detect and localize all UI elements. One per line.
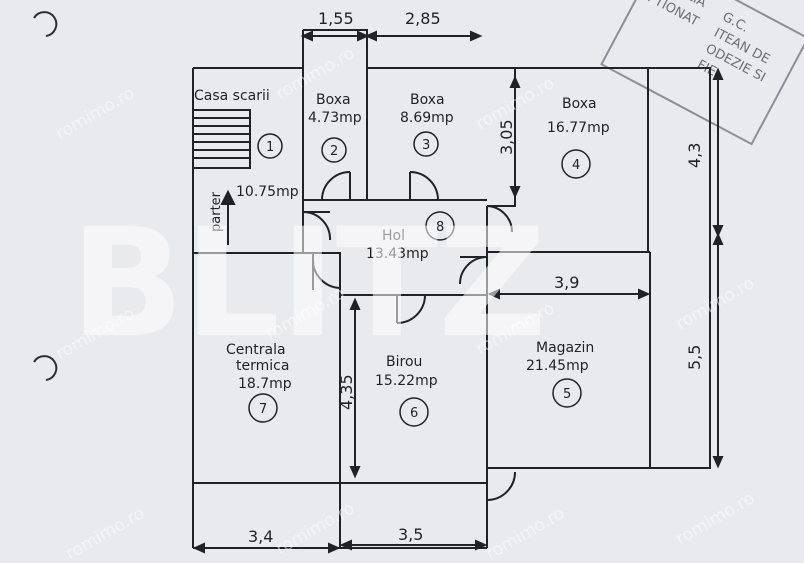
svg-text:Birou: Birou [386,354,422,370]
svg-text:Centrala: Centrala [226,342,286,358]
dim-top-left: 1,55 [318,9,354,28]
room-1-casa-scarii: Casa scarii 10.75mp 1 [194,88,299,200]
svg-text:21.45mp: 21.45mp [526,358,589,374]
room-7-centrala-termica: Centrala termica 18.7mp 7 [226,342,292,423]
room-4-boxa: Boxa 16.77mp 4 [547,96,610,179]
svg-text:8: 8 [436,220,444,235]
svg-text:Boxa: Boxa [410,92,445,108]
svg-text:Magazin: Magazin [536,340,594,356]
svg-text:6: 6 [410,406,418,421]
room-3-boxa: Boxa 8.69mp 3 [400,92,454,157]
dim-magazin-width: 3,9 [554,273,579,292]
svg-text:7: 7 [259,402,267,417]
svg-text:18.7mp: 18.7mp [238,376,292,392]
dim-bottom-left: 3,4 [248,527,273,546]
svg-text:Boxa: Boxa [316,92,351,108]
dim-right-lower: 5,5 [685,345,704,370]
room-5-magazin: Magazin 21.45mp 5 [526,340,594,408]
svg-text:termica: termica [236,358,289,374]
svg-text:4: 4 [572,158,580,173]
dim-bottom-right: 3,5 [398,525,423,544]
svg-text:4.73mp: 4.73mp [308,110,362,126]
dim-birou-height: 4,35 [337,374,356,410]
svg-text:10.75mp: 10.75mp [236,184,299,200]
doors [302,171,516,501]
brand-watermark: BLITZ [70,197,547,371]
dimension-lines [192,30,724,554]
svg-text:13.43mp: 13.43mp [366,246,429,262]
room-6-birou: Birou 15.22mp 6 [375,354,438,427]
dim-top-right: 2,85 [405,9,441,28]
svg-text:5: 5 [563,387,571,402]
stairs-icon [193,109,251,169]
svg-text:Boxa: Boxa [562,96,597,112]
svg-text:Hol: Hol [382,228,405,244]
dim-right-upper: 4,3 [685,143,704,168]
dim-boxa4-height: 3,05 [497,119,516,155]
svg-text:15.22mp: 15.22mp [375,373,438,389]
room-2-boxa: Boxa 4.73mp 2 [308,92,362,163]
svg-text:2: 2 [330,144,338,159]
stairs-direction-arrow [220,189,236,245]
room-8-hol: Hol 13.43mp 8 [366,211,455,262]
binder-holes [33,11,58,381]
stairs-label: parter [209,191,224,232]
svg-text:8.69mp: 8.69mp [400,110,454,126]
svg-text:16.77mp: 16.77mp [547,120,610,136]
svg-text:Casa scarii: Casa scarii [194,88,270,104]
svg-text:3: 3 [422,138,430,153]
svg-text:1: 1 [266,140,274,155]
